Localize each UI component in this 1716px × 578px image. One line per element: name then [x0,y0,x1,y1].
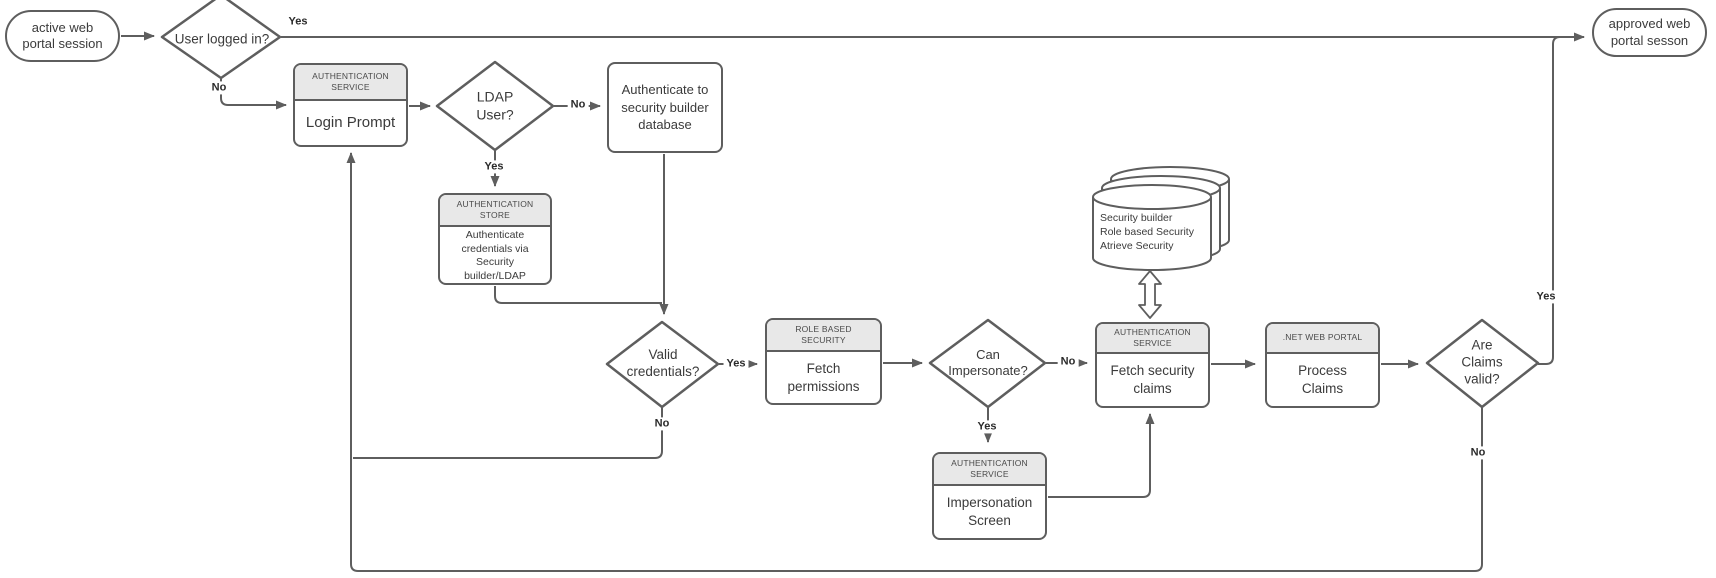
node-login-prompt-label: Login Prompt [305,114,396,132]
edge-claims-no-loop-to-login [346,152,1483,572]
node-approved-session-label: approved web portal sesson [1608,16,1691,48]
node-approved-session: approved web portal sesson [1592,8,1707,57]
decision-can-impersonate [928,318,1047,409]
decision-claims-valid-label: Are Claims valid? [1461,337,1503,387]
node-process-claims: .NET WEB PORTAL Process Claims [1265,322,1380,408]
node-impersonation-screen-label: Impersonation Screen [946,495,1033,528]
node-auth-db-label: Authenticate to security builder databas… [621,82,709,133]
node-fetch-claims-header: AUTHENTICATION SERVICE [1097,324,1208,354]
node-login-prompt: AUTHENTICATION SERVICE Login Prompt [293,63,408,147]
node-auth-store: AUTHENTICATION STORE Authenticate creden… [438,193,552,285]
security-database-label: Security builder Role based Security Atr… [1100,212,1194,252]
edge-label-valid-no: No [651,417,673,431]
edge-logged-in-no-to-login [220,79,287,110]
node-impersonation-screen: AUTHENTICATION SERVICE Impersonation Scr… [932,452,1047,540]
decision-ldap-user [435,60,555,152]
node-auth-db: Authenticate to security builder databas… [607,62,723,153]
node-fetch-permissions-label: Fetch permissions [787,360,860,394]
node-start-session-label: active web portal session [22,19,103,51]
node-fetch-claims-label: Fetch security claims [1110,363,1195,396]
double-arrow-db-claims [1138,270,1162,319]
node-impersonation-screen-header: AUTHENTICATION SERVICE [934,454,1045,486]
edge-label-impersonate-no: No [1057,355,1079,369]
edge-label-ldap-yes: Yes [481,160,507,174]
decision-valid-credentials-label: Valid credentials? [626,347,700,379]
edge-label-ldap-no: No [567,98,589,112]
edge-label-claims-no: No [1467,446,1489,460]
decision-valid-credentials [605,320,720,409]
node-auth-store-header: AUTHENTICATION STORE [440,195,550,227]
decision-user-logged-in [160,0,282,80]
edge-label-logged-in-no: No [208,81,230,95]
node-auth-store-label: Authenticate credentials via Security bu… [461,229,529,282]
decision-ldap-user-label: LDAP User? [476,88,514,123]
edge-label-impersonate-yes: Yes [974,420,1000,434]
decision-can-impersonate-label: Can Impersonate? [948,346,1028,378]
decision-user-logged-in-label: User logged in? [174,31,270,47]
node-fetch-claims: AUTHENTICATION SERVICE Fetch security cl… [1095,322,1210,408]
node-fetch-permissions: ROLE BASED SECURITY Fetch permissions [765,318,882,405]
edge-valid-no-loop [353,408,663,459]
node-fetch-permissions-header: ROLE BASED SECURITY [767,320,880,352]
node-login-prompt-header: AUTHENTICATION SERVICE [295,65,406,101]
edge-claims-yes-up [1538,36,1561,365]
edge-label-valid-yes: Yes [723,357,749,371]
node-start-session: active web portal session [5,10,120,62]
edge-screen-to-claims [1048,413,1155,498]
node-process-claims-header: .NET WEB PORTAL [1267,324,1378,354]
edge-label-claims-yes: Yes [1533,290,1559,304]
edge-label-logged-in-yes: Yes [285,15,311,29]
node-process-claims-label: Process Claims [1298,363,1347,396]
decision-claims-valid [1425,318,1540,409]
edge-store-to-valid [494,286,662,304]
security-database-cylinder [1092,166,1230,271]
